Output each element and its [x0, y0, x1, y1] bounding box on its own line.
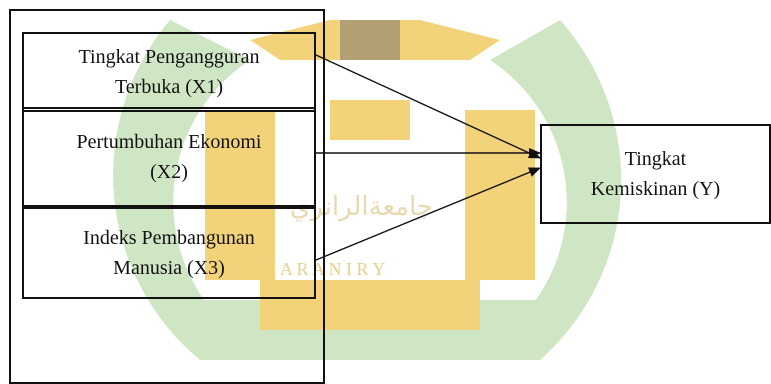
watermark-yellow-center — [330, 100, 410, 140]
watermark-latin: A R A N I R Y — [280, 259, 385, 279]
variable-y-box: Tingkat Kemiskinan (Y) — [540, 124, 771, 224]
watermark-yellow-right — [465, 110, 535, 280]
watermark-yellow-left — [205, 110, 275, 280]
watermark-green-ring — [113, 20, 281, 360]
variable-x3-label: Indeks Pembangunan Manusia (X3) — [83, 227, 255, 279]
variable-x3-box: Indeks Pembangunan Manusia (X3) — [22, 207, 316, 299]
watermark-building — [340, 20, 400, 60]
arrow-x1-to-y — [315, 54, 541, 159]
arrow-x3-to-y — [315, 167, 541, 261]
variable-y-label: Tingkat Kemiskinan (Y) — [590, 148, 721, 200]
variable-x2-box: Pertumbuhan Ekonomi (X2) — [22, 107, 316, 207]
watermark-green-ring-right — [460, 20, 622, 360]
variable-x1-label: Tingkat Pengangguran Terbuka (X1) — [78, 46, 260, 98]
watermark-yellow-bottom — [260, 280, 480, 330]
variable-x2-label: Pertumbuhan Ekonomi (X2) — [76, 131, 262, 183]
variable-x1-box: Tingkat Pengangguran Terbuka (X1) — [22, 32, 316, 112]
